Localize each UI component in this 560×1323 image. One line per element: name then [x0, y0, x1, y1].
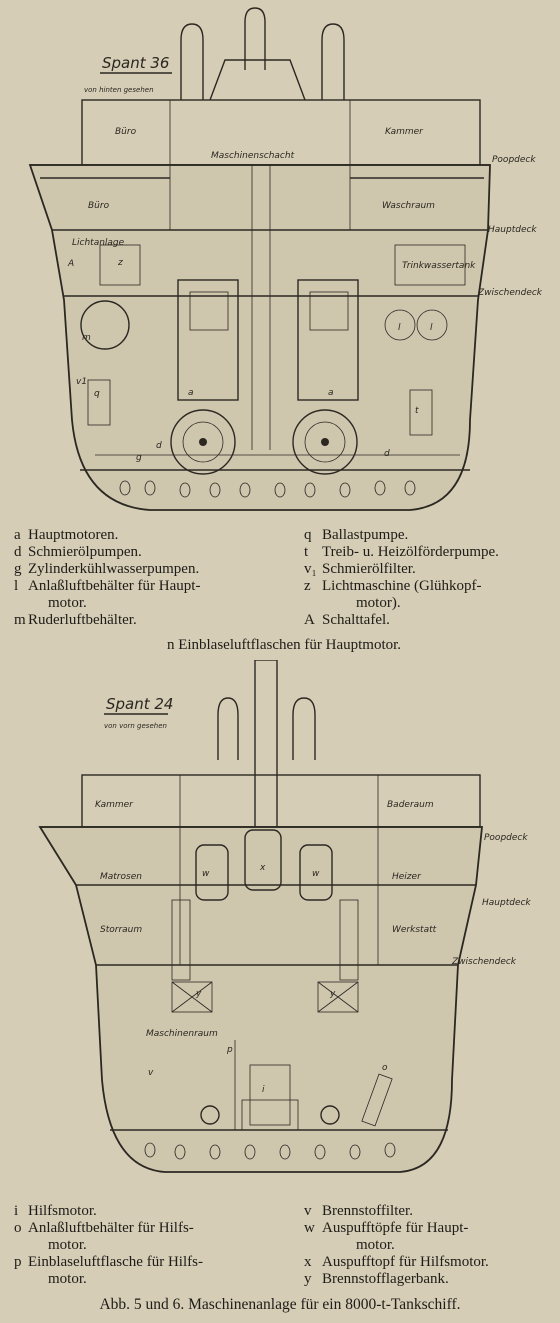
exhaust-pipes [180, 7, 345, 101]
label-o: o [382, 1063, 388, 1073]
label-trinkwassertank: Trinkwassertank [402, 261, 476, 271]
legend-1-n: n Einblaseluftflaschen für Hauptmotor. [166, 637, 402, 653]
label-buero-top: Büro [115, 127, 137, 137]
center-ladder [251, 165, 271, 450]
label-m: m [82, 333, 91, 343]
subtitle-spant-36: von hinten gesehen [84, 86, 154, 94]
label-matrosen: Matrosen [100, 872, 142, 882]
label-werkstatt: Werkstatt [392, 925, 437, 935]
label-i: i [262, 1085, 265, 1095]
label-kammer: Kammer [95, 800, 134, 810]
label-z: z [117, 258, 123, 268]
figure-spant-24: Spant 24 von vorn gesehen Kammer Baderau… [0, 660, 560, 1180]
label-poopdeck: Poopdeck [484, 833, 528, 843]
label-heizer: Heizer [392, 872, 422, 882]
label-hauptdeck: Hauptdeck [482, 898, 531, 908]
label-t: t [415, 406, 419, 416]
figure-spant-36: Spant 36 von hinten gesehen Büro Kammer … [0, 0, 560, 520]
label-zwischendeck: Zwischendeck [477, 288, 543, 298]
label-kammer: Kammer [385, 127, 424, 137]
label-A: A [67, 259, 74, 269]
label-w-2: w [312, 869, 320, 879]
drawing-spant-24: Spant 24 von vorn gesehen Kammer Baderau… [38, 660, 531, 1173]
label-w-1: w [202, 869, 210, 879]
label-lichtanlage: Lichtanlage [72, 238, 125, 248]
figure-caption: Abb. 5 und 6. Maschinenanlage für ein 80… [99, 1296, 461, 1313]
label-a-1: a [188, 388, 194, 398]
label-hauptdeck: Hauptdeck [488, 225, 537, 235]
label-l-1: l [398, 323, 401, 333]
title-spant-36: Spant 36 [102, 54, 169, 72]
drawing-spant-36: Spant 36 von hinten gesehen Büro Kammer … [28, 7, 543, 511]
label-p: p [226, 1045, 233, 1055]
title-spant-24: Spant 24 [106, 695, 173, 713]
label-baderaum: Baderaum [387, 800, 434, 810]
label-v: v [148, 1068, 154, 1078]
label-poopdeck: Poopdeck [492, 155, 536, 165]
legend-item: motor. [356, 1237, 395, 1253]
hull-outline [28, 164, 491, 511]
label-storraum: Storraum [100, 925, 142, 935]
label-v1: v1 [76, 377, 87, 387]
label-y-1: y [195, 989, 202, 999]
legend-item: motor. [48, 1237, 87, 1253]
label-waschraum: Waschraum [382, 201, 435, 211]
floor-openings [119, 480, 416, 498]
machinery [171, 829, 393, 1131]
label-d-2: d [384, 449, 390, 459]
floor-openings [144, 1142, 396, 1160]
label-y-2: y [329, 989, 336, 999]
label-a-2: a [328, 388, 334, 398]
hull-outline [38, 826, 483, 1173]
label-l-2: l [430, 323, 433, 333]
label-q: q [94, 389, 100, 399]
label-maschinenraum: Maschinenraum [146, 1029, 218, 1039]
machinery [80, 244, 466, 475]
label-x: x [259, 863, 266, 873]
legend-item: motor. [48, 1271, 87, 1287]
legend-item: motor. [48, 595, 87, 611]
legend-item: motor). [356, 595, 401, 611]
label-maschinenschacht: Maschinenschacht [211, 151, 295, 161]
label-buero-bottom: Büro [88, 201, 110, 211]
label-zwischendeck: Zwischendeck [451, 957, 517, 967]
label-g: g [136, 453, 142, 463]
label-d-1: d [156, 441, 162, 451]
subtitle-spant-24: von vorn gesehen [104, 722, 167, 730]
